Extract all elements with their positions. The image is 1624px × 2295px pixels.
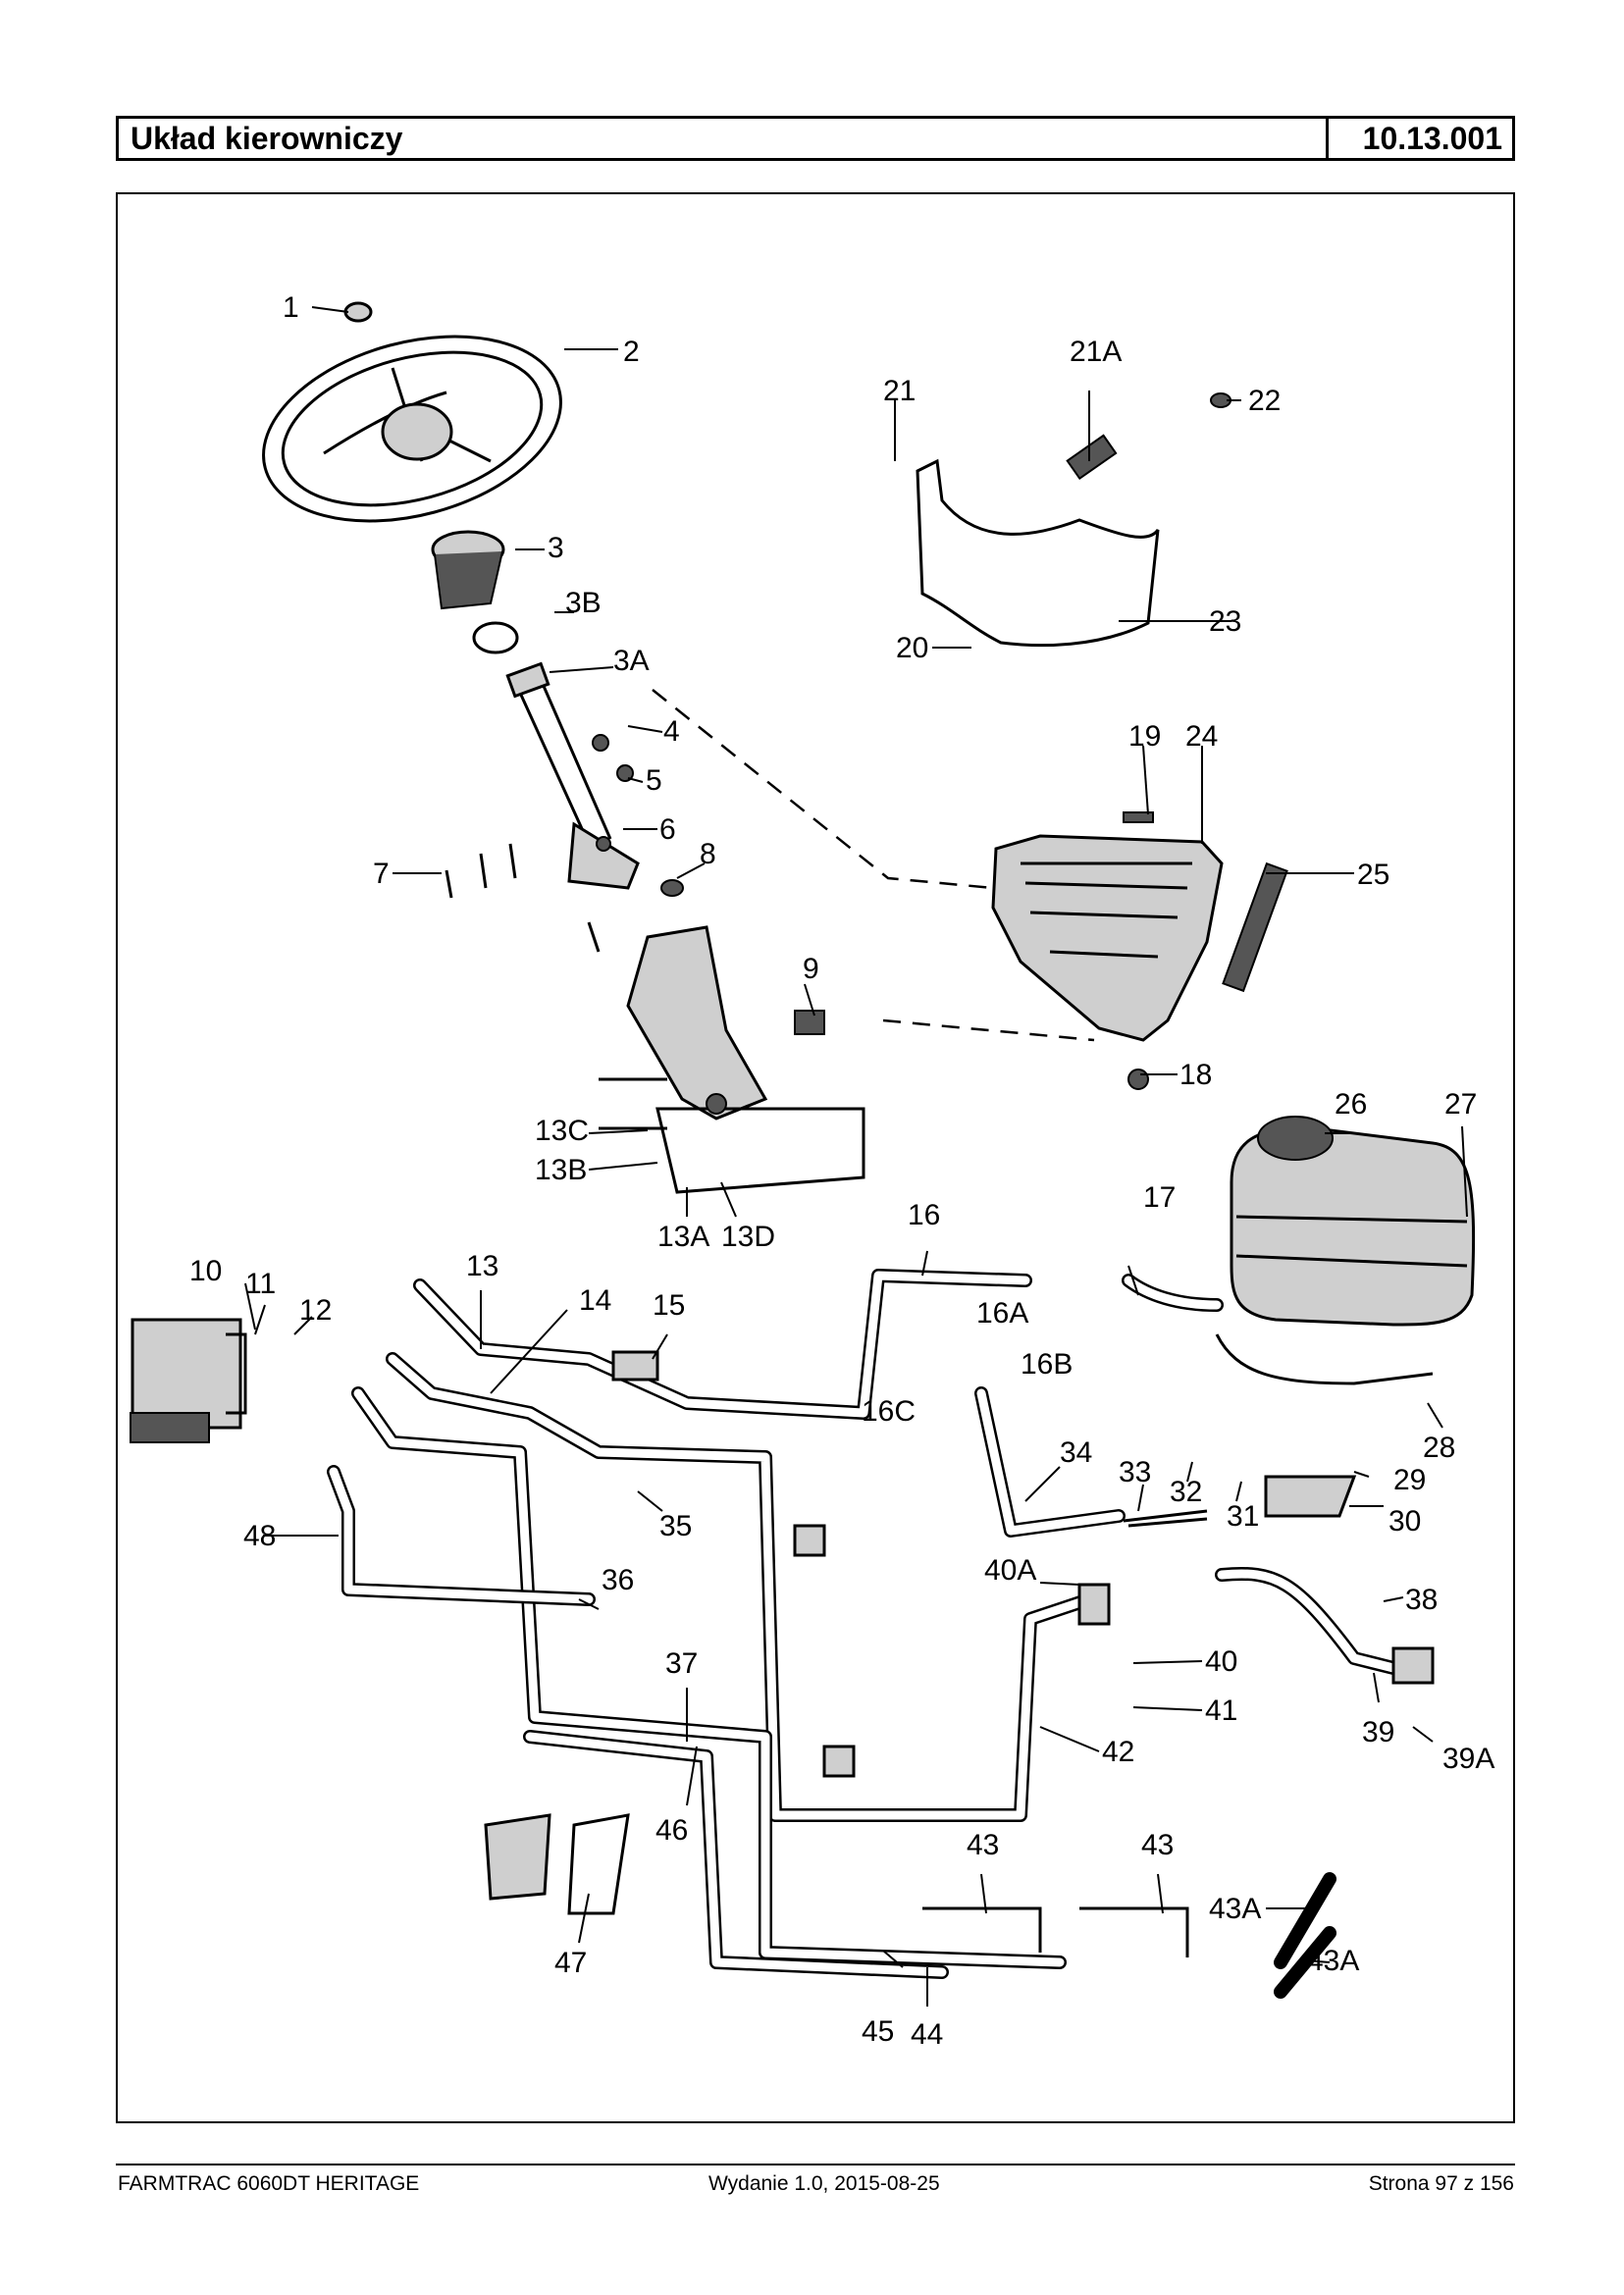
callout-34: 34 (1060, 1436, 1092, 1469)
callout-43A-upper: 43A (1209, 1893, 1261, 1925)
part-26-reservoir (1230, 1116, 1476, 1327)
callout-2: 2 (623, 336, 640, 368)
page-header: Układ kierowniczy 10.13.001 (116, 116, 1515, 161)
part-3A-column (505, 661, 612, 845)
callout-16: 16 (908, 1199, 940, 1231)
part-3B-ring (472, 621, 519, 654)
callout-13A: 13A (657, 1221, 709, 1253)
callout-3: 3 (548, 532, 564, 564)
part-28-strap (1215, 1333, 1434, 1385)
callout-37: 37 (665, 1647, 698, 1680)
callout-27: 27 (1444, 1088, 1477, 1121)
callout-31: 31 (1227, 1500, 1259, 1533)
callout-7: 7 (373, 858, 390, 890)
callout-30: 30 (1388, 1505, 1421, 1538)
callout-8: 8 (700, 838, 716, 870)
callout-42: 42 (1102, 1736, 1134, 1768)
callout-19: 19 (1128, 720, 1161, 753)
callout-20: 20 (896, 632, 928, 664)
callout-47: 47 (554, 1947, 587, 1979)
callout-45: 45 (862, 2015, 894, 2048)
part-13-valve-bracket (599, 925, 865, 1194)
part-24-oil-tank (991, 811, 1288, 1090)
page-title: Układ kierowniczy (131, 121, 403, 156)
callout-43-right: 43 (1141, 1829, 1174, 1861)
callout-12: 12 (299, 1294, 332, 1327)
part-23-shield (916, 434, 1160, 648)
column-bracket (567, 821, 640, 890)
callout-39: 39 (1362, 1716, 1394, 1748)
callout-33: 33 (1119, 1456, 1151, 1488)
callout-3B: 3B (565, 587, 602, 619)
callout-43A-lower: 43A (1307, 1945, 1359, 1977)
leader-lines (244, 306, 1468, 2007)
callout-1: 1 (283, 291, 299, 324)
callout-13: 13 (466, 1250, 498, 1282)
part-10-steering-unit (130, 1318, 247, 1443)
callout-11: 11 (245, 1268, 276, 1300)
callout-23: 23 (1209, 605, 1241, 638)
callout-14: 14 (579, 1284, 611, 1317)
callout-41: 41 (1205, 1695, 1237, 1727)
callout-16B: 16B (1021, 1348, 1073, 1381)
callout-21A: 21A (1070, 336, 1122, 368)
callout-10: 10 (189, 1255, 222, 1287)
callout-17: 17 (1143, 1181, 1176, 1214)
footer-page-number: Strona 97 z 156 (1368, 2172, 1514, 2195)
callout-40A: 40A (984, 1554, 1036, 1587)
footer-model: FARMTRAC 6060DT HERITAGE (118, 2172, 420, 2195)
callout-44: 44 (911, 2018, 943, 2051)
callout-16C: 16C (862, 1395, 916, 1428)
part-3-boot (431, 530, 505, 610)
callout-5: 5 (646, 764, 662, 797)
callout-21: 21 (883, 375, 916, 407)
callout-16A: 16A (976, 1297, 1028, 1330)
diagram-frame (116, 192, 1515, 2123)
callout-40: 40 (1205, 1645, 1237, 1678)
callout-24: 24 (1185, 720, 1218, 753)
callout-48: 48 (243, 1520, 276, 1552)
callout-13B: 13B (535, 1154, 587, 1186)
part-2-steering-wheel (262, 335, 562, 523)
callout-6: 6 (659, 813, 676, 846)
callout-32: 32 (1170, 1476, 1202, 1508)
part-30-base (1264, 1475, 1357, 1518)
callout-25: 25 (1357, 859, 1389, 891)
callout-3A: 3A (613, 645, 650, 677)
footer-edition: Wydanie 1.0, 2015-08-25 (708, 2172, 940, 2195)
callout-4: 4 (663, 715, 680, 748)
callout-29: 29 (1393, 1464, 1426, 1496)
callout-35: 35 (659, 1510, 692, 1542)
callout-22: 22 (1248, 385, 1281, 417)
callout-9: 9 (803, 953, 819, 985)
callout-46: 46 (655, 1814, 688, 1847)
callout-13C: 13C (535, 1115, 589, 1147)
callout-26: 26 (1335, 1088, 1367, 1121)
hydraulic-lines (327, 1269, 1400, 1999)
callout-39A: 39A (1442, 1743, 1494, 1775)
callout-28: 28 (1423, 1432, 1455, 1464)
callout-13D: 13D (721, 1221, 775, 1253)
part-1-cap (343, 301, 373, 323)
callout-18: 18 (1179, 1059, 1212, 1091)
callout-38: 38 (1405, 1584, 1438, 1616)
callout-43-left: 43 (967, 1829, 999, 1861)
callout-36: 36 (602, 1564, 634, 1596)
footer-rule (116, 2164, 1515, 2165)
callout-15: 15 (653, 1289, 685, 1322)
section-code: 10.13.001 (1326, 119, 1512, 158)
